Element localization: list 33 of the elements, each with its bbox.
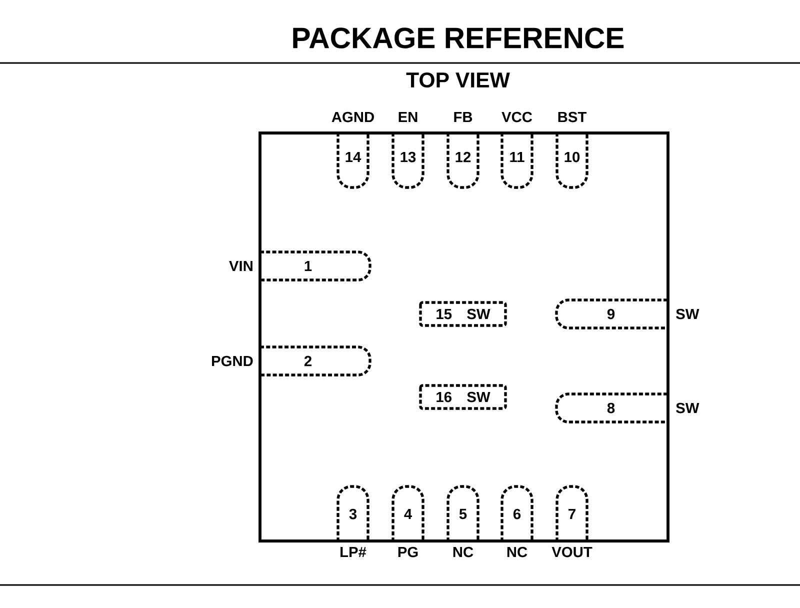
pin-name: NC <box>453 546 474 558</box>
pad: 4 <box>392 485 424 542</box>
pin-name: LP# <box>340 546 366 558</box>
pad: 6 <box>500 485 534 542</box>
pad: 2 <box>260 346 372 376</box>
pin-name: EN <box>398 112 418 122</box>
pin-name: SW <box>676 308 700 320</box>
pad: 8 <box>555 392 668 424</box>
pin-name: PGND <box>212 356 253 366</box>
pad: 7 <box>556 485 588 542</box>
pin-name: PG <box>398 546 418 558</box>
pad: 3 <box>336 485 370 542</box>
pin-name: NC <box>507 546 528 558</box>
view-label: TOP VIEW <box>406 72 510 88</box>
pad: 9 <box>555 298 668 330</box>
pad: 15 SW <box>419 301 507 327</box>
pin-name: FB <box>454 112 472 122</box>
pad: 14 <box>336 132 370 189</box>
title: PACKAGE REFERENCE <box>293 28 624 48</box>
pin-name: AGND <box>332 112 374 122</box>
pad: 5 <box>446 485 480 542</box>
pad: 12 <box>446 132 480 189</box>
package-outline <box>258 132 670 542</box>
pin-name: VIN <box>229 260 252 272</box>
pin-name: VCC <box>502 112 532 122</box>
pin-name: VOUT <box>552 546 592 558</box>
pad: 1 <box>260 250 372 282</box>
pad: 10 <box>556 132 588 189</box>
pin-name: SW <box>676 402 700 414</box>
pad: 11 <box>500 132 534 189</box>
pad: 16 SW <box>419 384 507 410</box>
pin-name: BST <box>558 112 587 122</box>
pad: 13 <box>392 132 424 189</box>
